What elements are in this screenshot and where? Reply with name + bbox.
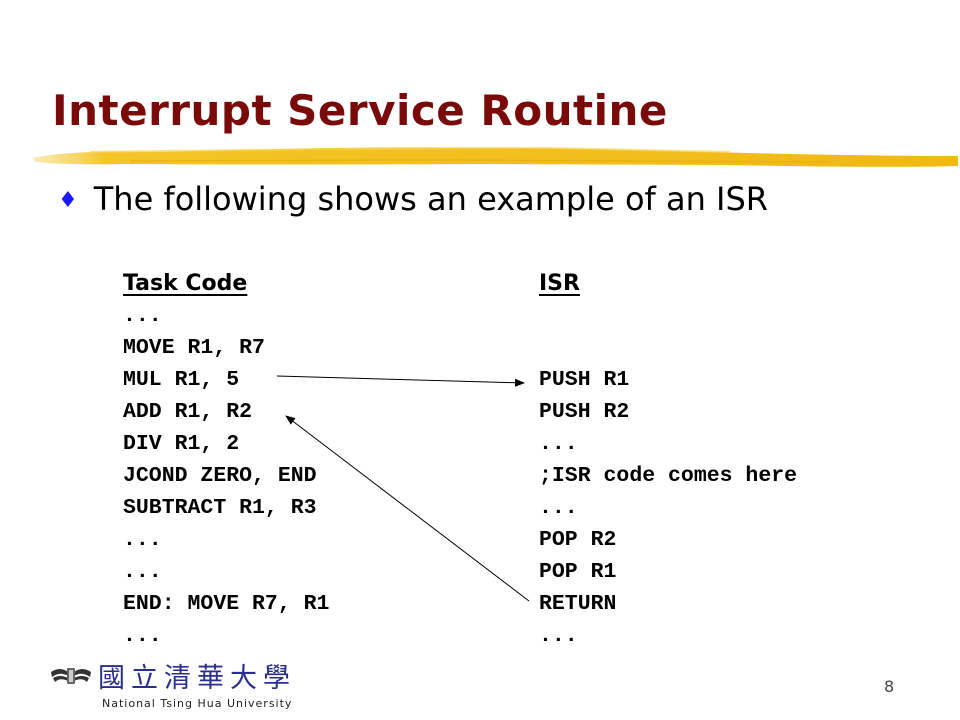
task-code-line: ... xyxy=(123,624,162,648)
isr-line: ;ISR code comes here xyxy=(539,464,798,488)
task-code-column: Task Code ... MOVE R1, R7 MUL R1, 5 ADD … xyxy=(123,268,329,652)
task-code-line: MUL R1, 5 xyxy=(123,368,240,392)
logo-english-name: National Tsing Hua University xyxy=(102,697,293,710)
university-emblem-icon xyxy=(51,667,91,684)
isr-line: RETURN xyxy=(539,592,617,616)
logo-chinese-name: 國立清華大學 xyxy=(98,663,296,694)
task-code-line: DIV R1, 2 xyxy=(123,432,240,456)
isr-line: ... xyxy=(539,496,578,520)
isr-line: PUSH R2 xyxy=(539,400,630,424)
isr-line: POP R1 xyxy=(539,560,617,584)
bullet-item: ♦ The following shows an example of an I… xyxy=(58,180,768,218)
slide-title: Interrupt Service Routine xyxy=(52,86,668,135)
task-code-line: ... xyxy=(123,528,162,552)
isr-column: ISR PUSH R1 PUSH R2 ... ;ISR code comes … xyxy=(539,268,797,652)
task-code-line: MOVE R1, R7 xyxy=(123,336,265,360)
isr-line: PUSH R1 xyxy=(539,368,630,392)
task-code-line: JCOND ZERO, END xyxy=(123,464,317,488)
task-code-line: ADD R1, R2 xyxy=(123,400,253,424)
isr-line: ... xyxy=(539,432,578,456)
isr-line: POP R2 xyxy=(539,528,617,552)
isr-header: ISR xyxy=(539,271,580,296)
isr-line xyxy=(539,300,797,332)
diamond-bullet-icon: ♦ xyxy=(58,187,78,213)
task-code-header: Task Code xyxy=(123,271,248,296)
task-code-line: ... xyxy=(123,560,162,584)
university-logo: 國立清華大學 National Tsing Hua University xyxy=(50,656,296,710)
isr-line xyxy=(539,332,797,364)
task-code-line: ... xyxy=(123,304,162,328)
bullet-text: The following shows an example of an ISR xyxy=(93,180,769,218)
title-underline-brush xyxy=(32,146,958,167)
page-number: 8 xyxy=(884,677,895,696)
task-code-line: SUBTRACT R1, R3 xyxy=(123,496,317,520)
isr-line: ... xyxy=(539,624,578,648)
task-code-line: END: MOVE R7, R1 xyxy=(123,592,330,616)
